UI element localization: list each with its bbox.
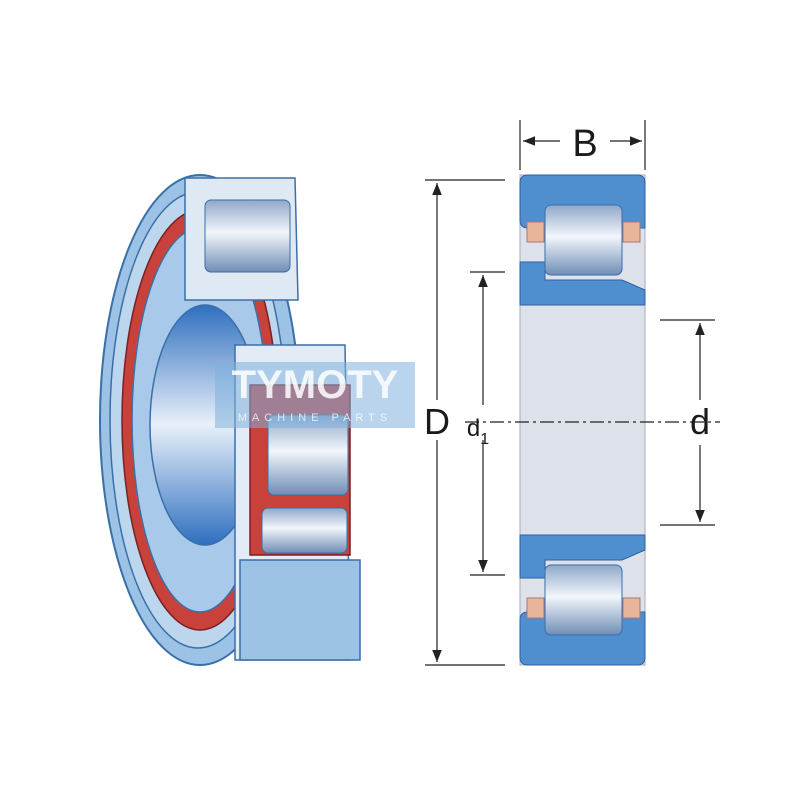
label-bore-d: d (690, 401, 710, 442)
watermark-tagline: MACHINE PARTS (238, 412, 392, 424)
watermark: TYMOTY MACHINE PARTS (215, 362, 415, 428)
watermark-banner (215, 362, 415, 428)
cage-top-right (622, 221, 641, 243)
cage-bottom-left (526, 597, 545, 619)
roller-section-top (544, 204, 623, 276)
cage-top-left (526, 221, 545, 243)
label-outer-diameter-d: D (424, 401, 450, 442)
bearing-cross-section (519, 174, 646, 666)
label-raceway-d1: d1 (467, 415, 489, 448)
outer-ring-lower (239, 559, 361, 661)
roller-section-bottom (544, 564, 623, 636)
watermark-brand: TYMOTY (232, 363, 399, 407)
cage-bottom-right (622, 597, 641, 619)
dimension-lines (425, 120, 720, 666)
roller-top (204, 199, 291, 273)
label-width-b: B (572, 123, 597, 165)
roller-lower (261, 507, 348, 554)
